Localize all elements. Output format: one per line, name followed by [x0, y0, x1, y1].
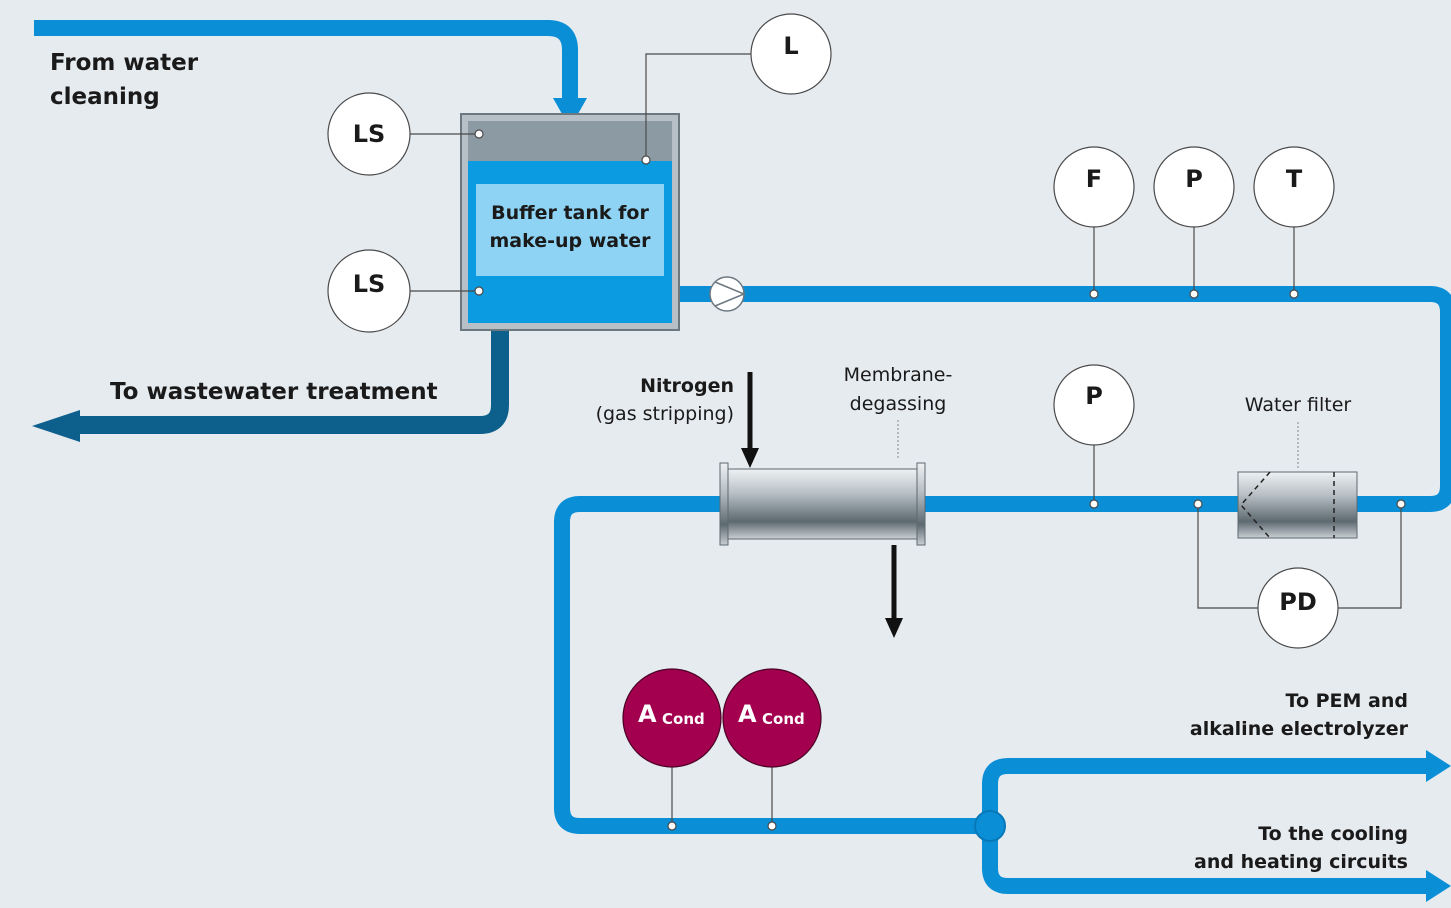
- to-cooling-line2: and heating circuits: [1194, 851, 1408, 873]
- analyzer-1-sub: Cond: [662, 710, 705, 728]
- instrument-lines: [410, 53, 1402, 826]
- cooling-arrow: [1426, 870, 1451, 902]
- membrane-degassing-unit: [719, 462, 926, 546]
- pressure-top-label: P: [1185, 165, 1203, 193]
- ls-top-instrument: LS: [327, 92, 411, 176]
- pressure-diff-instrument: PD: [1257, 567, 1339, 649]
- membrane-line2: degassing: [850, 393, 947, 415]
- pressure-mid-instrument: P: [1053, 364, 1135, 446]
- level-instrument: L: [750, 13, 832, 95]
- nitrogen-line1: Nitrogen: [640, 375, 734, 397]
- ls-bottom-instrument: LS: [327, 249, 411, 333]
- wastewater-pipe: [78, 325, 509, 434]
- water-filter-label: Water filter: [1245, 394, 1352, 416]
- pressure-mid-label: P: [1085, 382, 1103, 410]
- buffer-tank: [460, 113, 680, 331]
- flow-instrument: F: [1053, 146, 1135, 228]
- to-pem-line2: alkaline electrolyzer: [1190, 718, 1409, 740]
- temperature-label: T: [1286, 165, 1303, 193]
- membrane-line1: Membrane-: [844, 364, 953, 386]
- pump-symbol: [709, 276, 746, 312]
- analyzer-1-main: A: [638, 700, 657, 728]
- junction-node: [974, 810, 1006, 842]
- analyzer-2-sub: Cond: [762, 710, 805, 728]
- tap-points: [474, 129, 1406, 831]
- split-pipe-upper: [982, 758, 1430, 826]
- gas-out-arrowhead: [885, 618, 903, 638]
- to-wastewater-label: To wastewater treatment: [110, 379, 438, 405]
- tank-label-line2: make-up water: [490, 230, 652, 252]
- from-water-line2: cleaning: [50, 84, 160, 110]
- ls-bottom-label: LS: [353, 270, 386, 298]
- wastewater-arrow: [32, 410, 80, 442]
- to-pem-line1: To PEM and: [1286, 690, 1408, 712]
- split-pipe-lower: [982, 826, 1430, 894]
- temperature-instrument: T: [1253, 146, 1335, 228]
- nitrogen-arrowhead: [741, 448, 759, 468]
- flow-label: F: [1086, 165, 1102, 193]
- ls-top-label: LS: [353, 120, 386, 148]
- conductivity-analyzer-1: A Cond: [622, 668, 722, 768]
- pressure-top-instrument: P: [1153, 146, 1235, 228]
- inlet-pipe: [34, 20, 578, 100]
- main-loop-pipe: [554, 286, 1451, 834]
- nitrogen-line2: (gas stripping): [596, 403, 734, 425]
- tank-label-line1: Buffer tank for: [491, 202, 649, 224]
- pem-arrow: [1426, 750, 1451, 782]
- water-filter: [1237, 471, 1358, 539]
- level-label: L: [783, 32, 798, 60]
- conductivity-analyzer-2: A Cond: [722, 668, 822, 768]
- analyzer-2-main: A: [738, 700, 757, 728]
- from-water-line1: From water: [50, 50, 199, 76]
- pressure-diff-label: PD: [1279, 588, 1317, 616]
- to-cooling-line1: To the cooling: [1258, 823, 1408, 845]
